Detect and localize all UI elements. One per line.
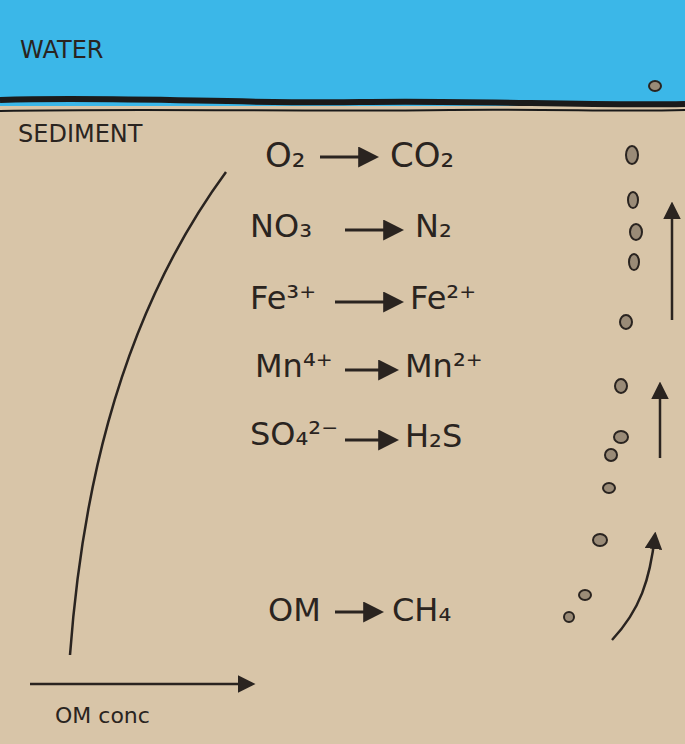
reactant: Fe³⁺ [250, 282, 316, 314]
om-profile-curve [70, 172, 226, 655]
reaction-arrows [320, 157, 400, 612]
product: Fe²⁺ [410, 282, 476, 314]
om-axis-arrow [30, 683, 252, 686]
product: H₂S [405, 420, 462, 452]
water-layer [0, 0, 685, 106]
reactant: OM [268, 594, 321, 626]
sediment-layer [0, 106, 685, 744]
product: Mn²⁺ [405, 350, 483, 382]
gas-bubbles [564, 81, 661, 622]
rising-arrows [612, 205, 672, 640]
water-label: WATER [20, 38, 103, 62]
product: CH₄ [392, 594, 451, 626]
sediment-label: SEDIMENT [18, 122, 142, 146]
product: N₂ [415, 210, 452, 242]
reactant: NO₃ [250, 210, 312, 242]
interface-line [0, 110, 685, 111]
reactant: O₂ [265, 138, 305, 172]
reactant: SO₄²⁻ [250, 418, 338, 450]
reactant: Mn⁴⁺ [255, 350, 333, 382]
axis-label: OM conc [55, 705, 150, 727]
product: CO₂ [390, 138, 454, 172]
sediment-water-interface [0, 99, 685, 105]
